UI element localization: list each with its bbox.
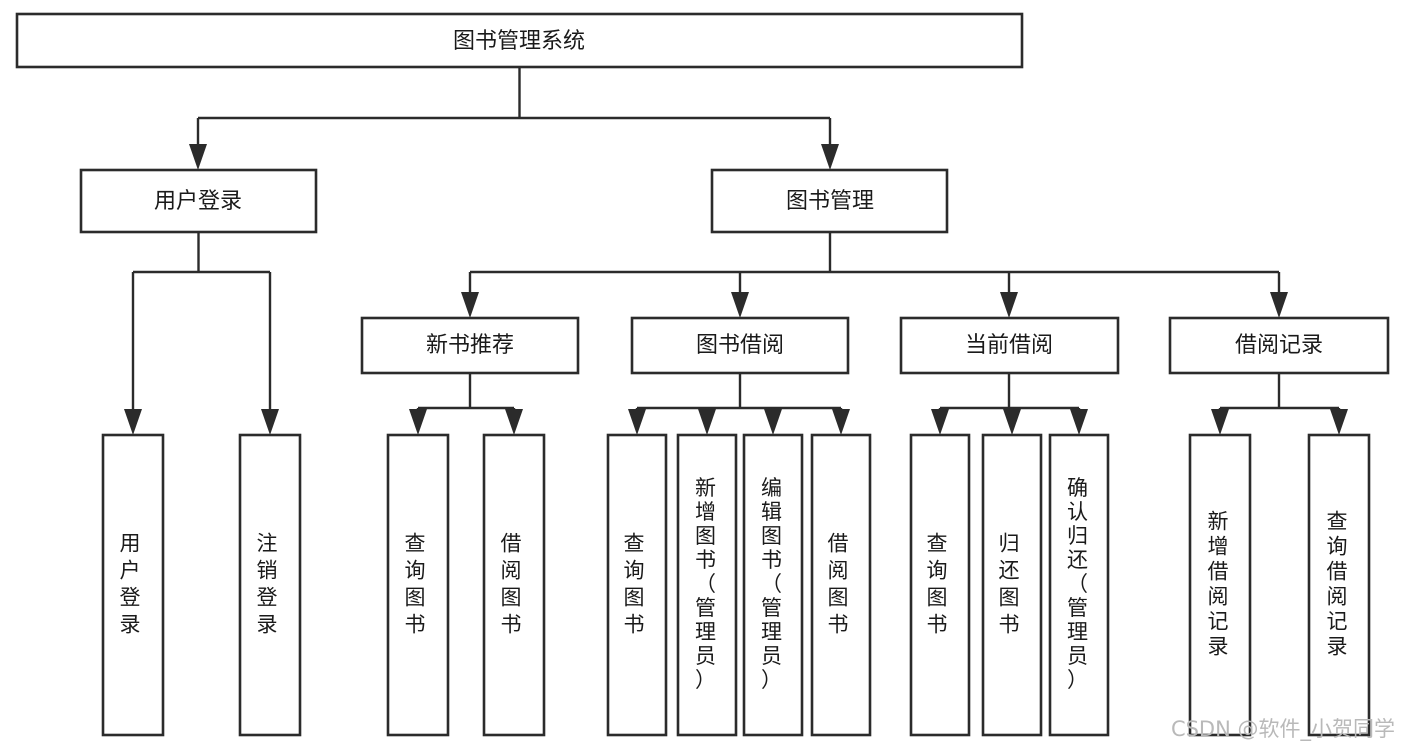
arrow-head-leaf-borrow-book-recommend <box>505 409 523 435</box>
node-leaf-edit-book-admin-label: 编辑图书（管理员） <box>761 476 785 692</box>
watermark-label: CSDN @软件_小贺同学 <box>1171 717 1395 742</box>
node-leaf-user-logout-label: 注销登录 <box>257 532 284 637</box>
node-book-management-box[interactable] <box>710 168 949 234</box>
node-leaf-confirm-return-admin-box[interactable] <box>1048 433 1110 737</box>
node-leaf-user-login[interactable]: 用户登录 <box>101 433 165 737</box>
arrow-head-new-book-recommend <box>461 292 479 318</box>
node-leaf-query-book-current-label: 查询图书 <box>927 532 954 637</box>
node-leaf-user-login-box[interactable] <box>101 433 165 737</box>
arrow-head-leaf-confirm-return-admin <box>1070 409 1088 435</box>
node-leaf-query-book-current[interactable]: 查询图书 <box>909 433 971 737</box>
node-borrow-record[interactable]: 借阅记录 <box>1168 316 1390 375</box>
node-leaf-query-book-borrow-box[interactable] <box>606 433 668 737</box>
arrow-head-leaf-query-book-borrow <box>628 409 646 435</box>
node-user-login[interactable]: 用户登录 <box>79 168 318 234</box>
node-new-book-recommend-label: 新书推荐 <box>426 333 514 358</box>
node-leaf-return-book-label: 归还图书 <box>999 532 1026 637</box>
node-new-book-recommend-box[interactable] <box>360 316 580 375</box>
node-leaf-user-logout-box[interactable] <box>238 433 302 737</box>
node-user-login-box[interactable] <box>79 168 318 234</box>
node-book-borrow-box[interactable] <box>630 316 850 375</box>
node-new-book-recommend[interactable]: 新书推荐 <box>360 316 580 375</box>
node-leaf-query-book-borrow-label: 查询图书 <box>624 532 651 637</box>
arrow-head-leaf-add-borrow-record <box>1211 409 1229 435</box>
node-leaf-query-book-borrow[interactable]: 查询图书 <box>606 433 668 737</box>
node-leaf-borrow-book-recommend[interactable]: 借阅图书 <box>482 433 546 737</box>
node-leaf-borrow-book-label: 借阅图书 <box>828 532 855 637</box>
node-leaf-return-book-box[interactable] <box>981 433 1043 737</box>
node-leaf-query-book-current-box[interactable] <box>909 433 971 737</box>
node-leaf-add-borrow-record-label: 新增借阅记录 <box>1208 510 1233 659</box>
node-borrow-record-box[interactable] <box>1168 316 1390 375</box>
node-leaf-borrow-book-box[interactable] <box>810 433 872 737</box>
node-leaf-borrow-book-recommend-label: 借阅图书 <box>501 532 528 637</box>
node-leaf-add-book-admin-label: 新增图书（管理员） <box>695 476 719 692</box>
node-leaf-user-login-label: 用户登录 <box>120 532 147 637</box>
connector-layer <box>124 67 1348 435</box>
arrow-head-leaf-query-book-recommend <box>409 409 427 435</box>
arrow-head-leaf-query-borrow-record <box>1330 409 1348 435</box>
arrow-head-borrow-record <box>1270 292 1288 318</box>
node-book-borrow[interactable]: 图书借阅 <box>630 316 850 375</box>
arrow-head-leaf-edit-book-admin <box>764 409 782 435</box>
arrow-head-book-management <box>821 144 839 170</box>
arrow-head-current-borrow <box>1000 292 1018 318</box>
node-leaf-add-borrow-record[interactable]: 新增借阅记录 <box>1188 433 1252 737</box>
node-leaf-add-borrow-record-box[interactable] <box>1188 433 1252 737</box>
node-book-management-label: 图书管理 <box>786 189 874 214</box>
node-leaf-confirm-return-admin-label: 确认归还（管理员） <box>1067 476 1091 692</box>
node-book-borrow-label: 图书借阅 <box>696 333 784 358</box>
node-leaf-borrow-book[interactable]: 借阅图书 <box>810 433 872 737</box>
arrow-head-leaf-user-login <box>124 409 142 435</box>
node-leaf-query-borrow-record-label: 查询借阅记录 <box>1327 510 1352 659</box>
node-root[interactable]: 图书管理系统 <box>15 12 1024 69</box>
arrow-head-leaf-add-book-admin <box>698 409 716 435</box>
arrow-head-book-borrow <box>731 292 749 318</box>
node-leaf-add-book-admin[interactable]: 新增图书（管理员） <box>676 433 738 737</box>
arrow-head-leaf-query-book-current <box>931 409 949 435</box>
node-user-login-label: 用户登录 <box>154 189 242 214</box>
node-leaf-confirm-return-admin[interactable]: 确认归还（管理员） <box>1048 433 1110 737</box>
arrow-head-leaf-user-logout <box>261 409 279 435</box>
node-current-borrow-label: 当前借阅 <box>965 333 1053 358</box>
node-leaf-edit-book-admin[interactable]: 编辑图书（管理员） <box>742 433 804 737</box>
node-leaf-query-borrow-record-box[interactable] <box>1307 433 1371 737</box>
node-leaf-query-book-recommend-box[interactable] <box>386 433 450 737</box>
node-current-borrow-box[interactable] <box>899 316 1120 375</box>
arrow-head-leaf-borrow-book <box>832 409 850 435</box>
node-leaf-query-book-recommend-label: 查询图书 <box>405 532 432 637</box>
node-leaf-edit-book-admin-box[interactable] <box>742 433 804 737</box>
node-root-label: 图书管理系统 <box>453 29 585 54</box>
node-leaf-query-book-recommend[interactable]: 查询图书 <box>386 433 450 737</box>
node-book-management[interactable]: 图书管理 <box>710 168 949 234</box>
node-leaf-add-book-admin-box[interactable] <box>676 433 738 737</box>
node-leaf-return-book[interactable]: 归还图书 <box>981 433 1043 737</box>
node-leaf-query-borrow-record[interactable]: 查询借阅记录 <box>1307 433 1371 737</box>
node-root-box[interactable] <box>15 12 1024 69</box>
node-leaf-borrow-book-recommend-box[interactable] <box>482 433 546 737</box>
node-current-borrow[interactable]: 当前借阅 <box>899 316 1120 375</box>
arrow-head-leaf-return-book <box>1003 409 1021 435</box>
node-leaf-user-logout[interactable]: 注销登录 <box>238 433 302 737</box>
arrow-head-user-login <box>189 144 207 170</box>
node-borrow-record-label: 借阅记录 <box>1235 333 1323 358</box>
